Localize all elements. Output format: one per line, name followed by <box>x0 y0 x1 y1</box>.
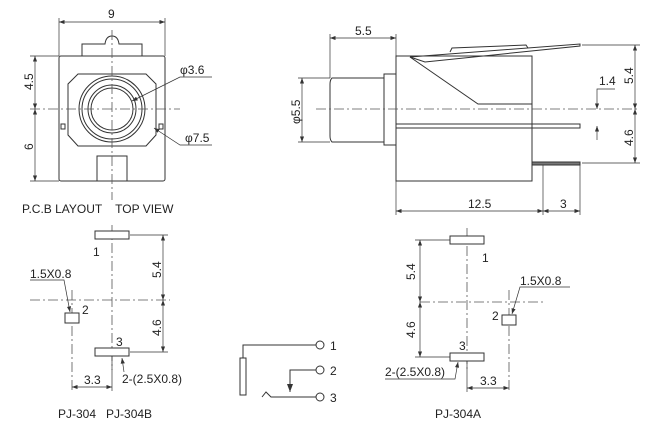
dim-up: 5.4 <box>150 261 164 278</box>
pin-label: 2 <box>492 309 499 323</box>
dim-cap-dia: φ5.5 <box>289 99 303 124</box>
pin-label: 1 <box>330 339 337 353</box>
dim-lower: 6 <box>22 143 36 150</box>
pcb-layout-right: 1 2 3 5.4 4.6 1.5X0.8 2-(2.5X0.8) 3.3 PJ… <box>385 228 570 421</box>
caption: PJ-304A <box>435 407 481 421</box>
caption: PJ-304 PJ-304B <box>58 407 152 421</box>
side-view: 5.5 φ5.5 5.4 4.6 1.4 12.5 3 <box>289 24 640 215</box>
schematic: 1 2 3 <box>239 339 337 405</box>
dim-phi-inner: φ3.6 <box>180 63 205 77</box>
dim-width: 9 <box>108 7 115 21</box>
dim-spacing: 3.3 <box>84 373 101 387</box>
dim-upper: 4.5 <box>22 73 36 90</box>
dim-up: 5.4 <box>404 263 418 280</box>
big-pad-label: 2-(2.5X0.8) <box>122 372 182 386</box>
dim-down: 4.6 <box>622 129 636 146</box>
top-view: 9 4.5 6 φ3.6 φ7.5 P.C.B LAYOUT TOP VIEW <box>22 7 212 216</box>
small-pad-label: 1.5X0.8 <box>30 267 72 281</box>
pin-label: 2 <box>330 364 337 378</box>
pin-label: 3 <box>459 339 466 353</box>
pin-label: 2 <box>82 303 89 317</box>
dim-spacing: 3.3 <box>480 374 497 388</box>
pcb-layout-left: 1 2 3 5.4 4.6 1.5X0.8 2-(2.5X0.8) 3.3 PJ… <box>30 225 182 421</box>
dim-up: 5.4 <box>622 67 636 84</box>
pin-label: 3 <box>330 391 337 405</box>
small-pad-label: 1.5X0.8 <box>520 274 562 288</box>
dim-phi-outer: φ7.5 <box>185 131 210 145</box>
dim-down: 4.6 <box>150 319 164 336</box>
big-pad-label: 2-(2.5X0.8) <box>385 365 445 379</box>
dim-cap-length: 5.5 <box>355 24 372 38</box>
dim-length: 12.5 <box>468 197 492 211</box>
dim-down: 4.6 <box>404 321 418 338</box>
pin-label: 1 <box>93 245 100 259</box>
pin-label: 3 <box>116 335 123 349</box>
dim-offset: 1.4 <box>599 74 616 88</box>
pin-label: 1 <box>482 251 489 265</box>
top-view-caption: P.C.B LAYOUT TOP VIEW <box>22 202 174 216</box>
dim-pin: 3 <box>560 197 567 211</box>
